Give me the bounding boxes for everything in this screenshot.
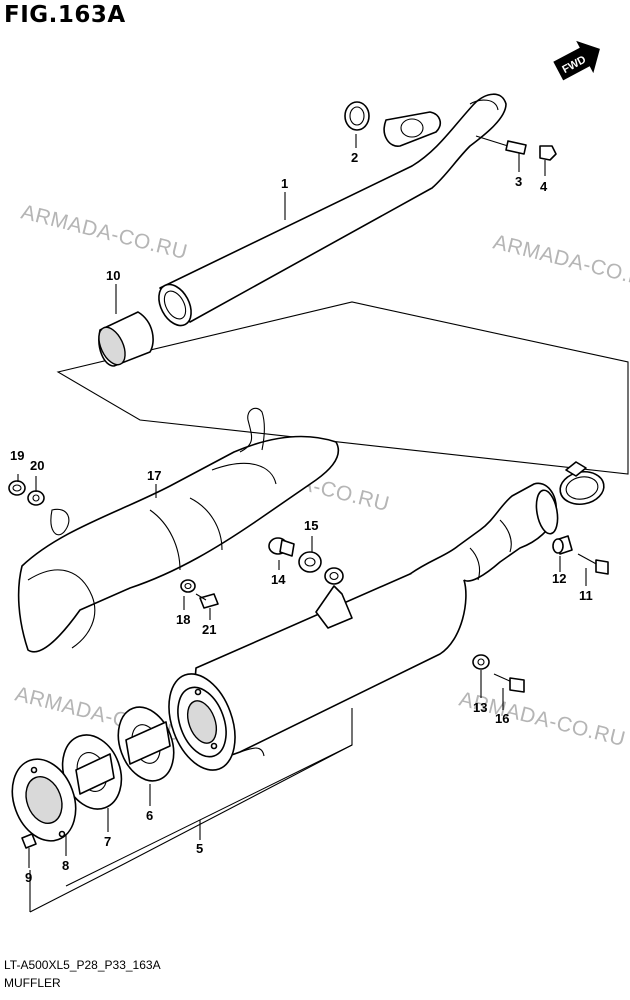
callout-15: 15	[304, 518, 318, 533]
lower-assembly-bracket	[29, 708, 353, 913]
nut	[539, 145, 557, 161]
connector-pipe	[98, 311, 154, 367]
callout-9: 9	[25, 870, 32, 885]
callout-16: 16	[495, 711, 509, 726]
callout-19: 19	[10, 448, 24, 463]
spacer	[27, 490, 45, 506]
watermark-5: ARMADA-CO.RU	[457, 688, 628, 752]
bolt-16	[493, 673, 525, 693]
callout-21: 21	[202, 622, 216, 637]
exhaust-clamp	[559, 461, 605, 506]
callout-14: 14	[271, 572, 286, 587]
bolt-11	[577, 553, 609, 575]
gasket	[344, 101, 370, 131]
muffler-heat-protector	[17, 407, 340, 653]
bolt-21	[195, 593, 219, 609]
end-plate	[117, 706, 175, 782]
callout-10: 10	[106, 268, 120, 283]
washer-13	[472, 654, 490, 670]
callout-5: 5	[196, 841, 203, 856]
washer	[180, 579, 196, 593]
callout-13: 13	[473, 700, 487, 715]
fwd-arrow-icon: FWD	[553, 40, 600, 81]
callout-8: 8	[62, 858, 69, 873]
upper-assembly-frame	[56, 301, 629, 475]
figure-code: LT-A500XL5_P28_P33_163A	[4, 958, 161, 972]
rubber-cushion	[268, 537, 295, 557]
callout-2: 2	[351, 150, 358, 165]
callout-7: 7	[104, 834, 111, 849]
leader-lines	[17, 134, 587, 868]
spacer-12	[552, 535, 573, 555]
stud-bolt	[475, 135, 527, 155]
callout-20: 20	[30, 458, 44, 473]
muffler-body	[168, 482, 559, 771]
callout-17: 17	[147, 468, 161, 483]
end-cap	[11, 758, 77, 842]
figure-name: MUFFLER	[4, 976, 61, 990]
callout-11: 11	[579, 588, 593, 603]
callout-4: 4	[540, 179, 548, 194]
watermark-1: ARMADA-CO.RU	[19, 201, 190, 265]
pipe-flange	[383, 111, 442, 147]
callout-6: 6	[146, 808, 153, 823]
figure-title: FIG.163A	[4, 2, 126, 28]
callout-labels: 1 2 3 4 5 6 7 8 9 10 11 12 13 14 15 16 1…	[10, 150, 593, 885]
grommet	[8, 480, 26, 496]
screw	[21, 833, 37, 849]
callout-3: 3	[515, 174, 522, 189]
callout-12: 12	[552, 571, 566, 586]
callout-18: 18	[176, 612, 190, 627]
exhaust-pipe	[158, 93, 507, 327]
watermark-2: ARMADA-CO.RU	[491, 231, 630, 295]
callout-1: 1	[281, 176, 288, 191]
muffler-cushion	[298, 551, 322, 573]
